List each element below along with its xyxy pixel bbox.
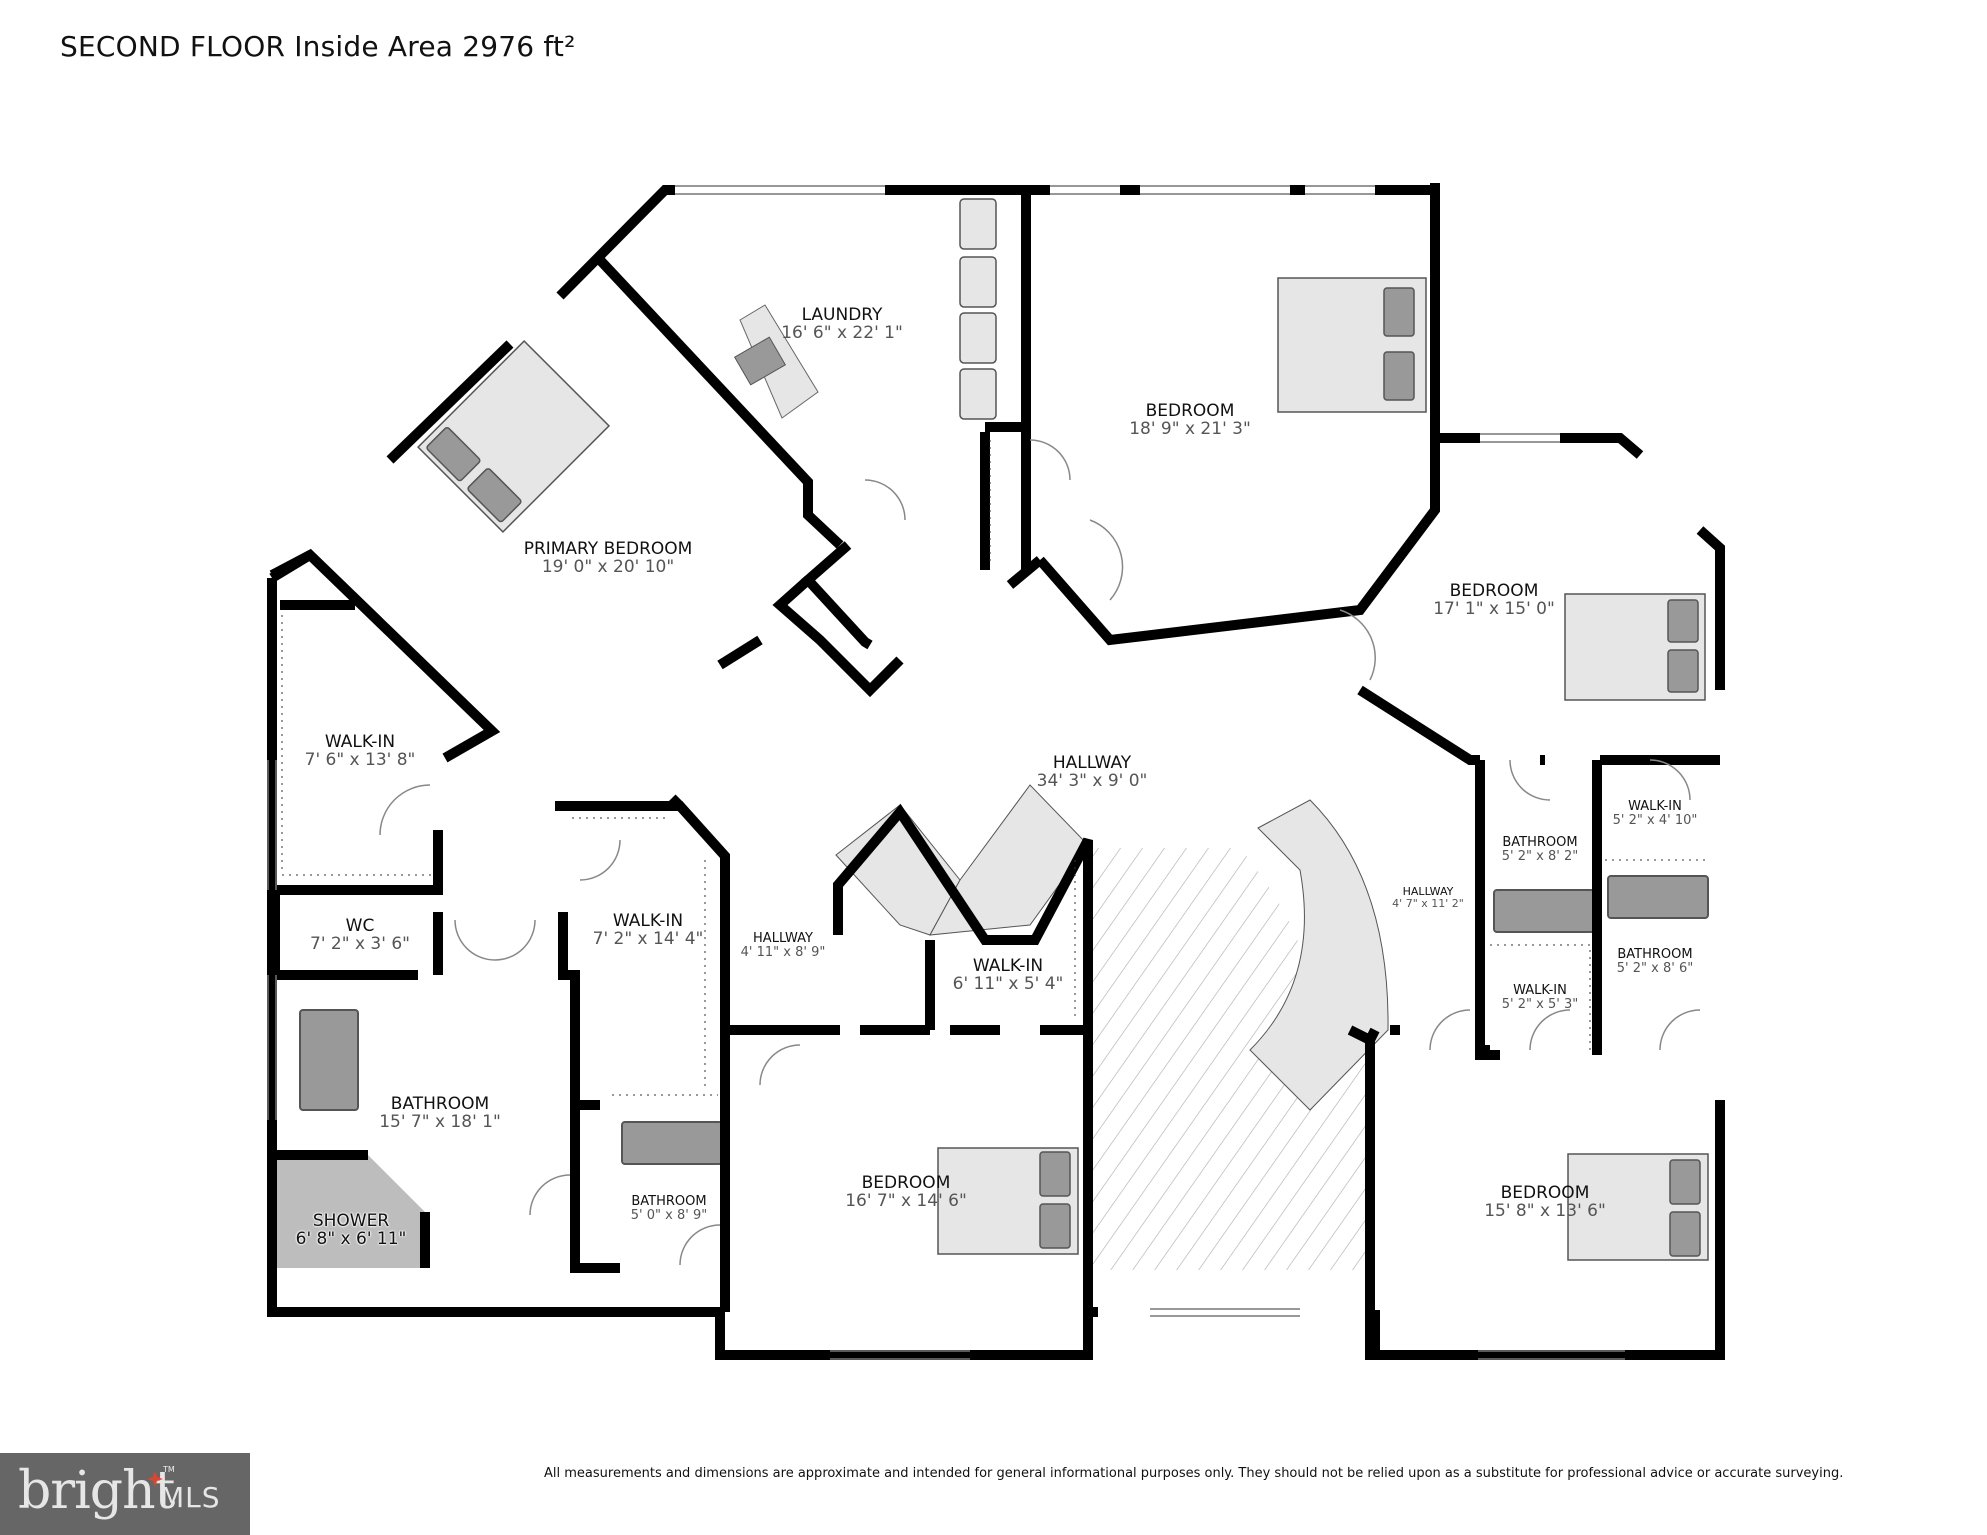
room-label-bedroom-bottom-right: BEDROOM 15' 8" x 13' 6"	[1484, 1184, 1606, 1221]
room-name: BATHROOM	[390, 1094, 490, 1114]
room-name: BEDROOM	[1145, 401, 1235, 421]
laundry-appliances	[959, 198, 997, 420]
room-dims: 6' 8" x 6' 11"	[295, 1229, 407, 1250]
room-dims: 16' 6" x 22' 1"	[781, 323, 903, 344]
room-dims: 34' 3" x 9' 0"	[1036, 771, 1148, 792]
room-label-wc: WC 7' 2" x 3' 6"	[310, 917, 410, 954]
room-dims: 17' 1" x 15' 0"	[1433, 599, 1555, 620]
room-name: BATHROOM	[1502, 835, 1578, 850]
room-dims: 18' 9" x 21' 3"	[1129, 419, 1251, 440]
room-dims: 5' 2" x 8' 2"	[1501, 849, 1579, 865]
room-name: SHOWER	[312, 1211, 390, 1231]
room-dims: 4' 7" x 11' 2"	[1392, 896, 1464, 910]
star-icon	[147, 1471, 163, 1487]
door-swings	[379, 439, 1701, 1266]
room-dims: 6' 11" x 5' 4"	[952, 974, 1064, 995]
bed-icons	[417, 277, 1709, 1261]
room-name: WALK-IN	[612, 911, 684, 931]
room-dims: 15' 7" x 18' 1"	[379, 1112, 501, 1133]
room-name: PRIMARY BEDROOM	[523, 539, 693, 559]
room-dims: 19' 0" x 20' 10"	[541, 557, 675, 578]
bright-mls-logo: bright TM MLS	[0, 1453, 250, 1535]
room-label-hallway-small: HALLWAY 4' 11" x 8' 9"	[740, 931, 826, 961]
room-dims: 7' 2" x 14' 4"	[592, 929, 704, 950]
logo-word: bright	[18, 1461, 175, 1521]
room-name: WALK-IN	[1513, 983, 1567, 998]
room-label-walkin-stairs: WALK-IN 6' 11" x 5' 4"	[953, 957, 1064, 994]
room-dims: 5' 0" x 8' 9"	[630, 1208, 708, 1224]
room-name: HALLWAY	[753, 931, 813, 946]
room-name: WALK-IN	[1628, 799, 1682, 814]
room-name: BEDROOM	[861, 1173, 951, 1193]
room-dims: 16' 7" x 14' 6"	[845, 1191, 967, 1212]
room-label-bathroom-small: BATHROOM 5' 0" x 8' 9"	[630, 1194, 708, 1224]
room-label-bathroom-primary: BATHROOM 15' 7" x 18' 1"	[379, 1095, 501, 1132]
room-name: WALK-IN	[324, 732, 396, 752]
logo-trademark: TM	[163, 1465, 175, 1474]
room-label-bathroom-right-a: BATHROOM 5' 2" x 8' 2"	[1501, 835, 1579, 865]
closet-rods	[281, 440, 1710, 1096]
room-label-hallway-main: HALLWAY 34' 3" x 9' 0"	[1037, 754, 1148, 791]
room-name: WALK-IN	[972, 956, 1044, 976]
room-label-shower: SHOWER 6' 8" x 6' 11"	[296, 1212, 407, 1249]
room-dims: 5' 2" x 8' 6"	[1616, 961, 1694, 977]
room-label-hallway-right: HALLWAY 4' 7" x 11' 2"	[1392, 886, 1464, 910]
room-label-walkin-right-bottom: WALK-IN 5' 2" x 5' 3"	[1501, 983, 1579, 1013]
room-label-walkin-right-top: WALK-IN 5' 2" x 4' 10"	[1612, 799, 1698, 829]
logo-suffix: MLS	[160, 1481, 221, 1514]
room-name: HALLWAY	[1402, 885, 1454, 898]
room-label-bathroom-right-b: BATHROOM 5' 2" x 8' 6"	[1616, 947, 1694, 977]
room-label-walkin-center-left: WALK-IN 7' 2" x 14' 4"	[593, 912, 704, 949]
room-dims: 7' 6" x 13' 8"	[304, 750, 416, 771]
room-label-bedroom-right: BEDROOM 17' 1" x 15' 0"	[1433, 582, 1555, 619]
page-title: SECOND FLOOR Inside Area 2976 ft²	[60, 30, 576, 63]
room-dims: 4' 11" x 8' 9"	[740, 945, 826, 961]
open-to-below-area	[1088, 848, 1375, 1270]
room-name: BEDROOM	[1449, 581, 1539, 601]
room-label-primary-bedroom: PRIMARY BEDROOM 19' 0" x 20' 10"	[524, 540, 693, 577]
walls	[267, 183, 1725, 1360]
room-name: BATHROOM	[1617, 947, 1693, 962]
room-label-bedroom-top: BEDROOM 18' 9" x 21' 3"	[1129, 402, 1251, 439]
room-name: WC	[345, 916, 375, 936]
bathtubs	[299, 875, 1709, 1165]
room-dims: 5' 2" x 5' 3"	[1501, 997, 1579, 1013]
room-name: BEDROOM	[1500, 1183, 1590, 1203]
windows	[267, 185, 1625, 1360]
room-name: BATHROOM	[631, 1194, 707, 1209]
shower-area	[274, 1155, 425, 1268]
disclaimer-text: All measurements and dimensions are appr…	[544, 1466, 1844, 1481]
room-dims: 15' 8" x 13' 6"	[1484, 1201, 1606, 1222]
room-dims: 5' 2" x 4' 10"	[1612, 813, 1698, 829]
room-name: HALLWAY	[1052, 753, 1132, 773]
room-dims: 7' 2" x 3' 6"	[310, 934, 410, 955]
room-label-bedroom-bottom-center: BEDROOM 16' 7" x 14' 6"	[845, 1174, 967, 1211]
room-label-laundry: LAUNDRY 16' 6" x 22' 1"	[781, 306, 903, 343]
laundry-sink-icon	[733, 336, 787, 386]
room-name: LAUNDRY	[801, 305, 883, 325]
room-label-walkin-primary: WALK-IN 7' 6" x 13' 8"	[305, 733, 416, 770]
